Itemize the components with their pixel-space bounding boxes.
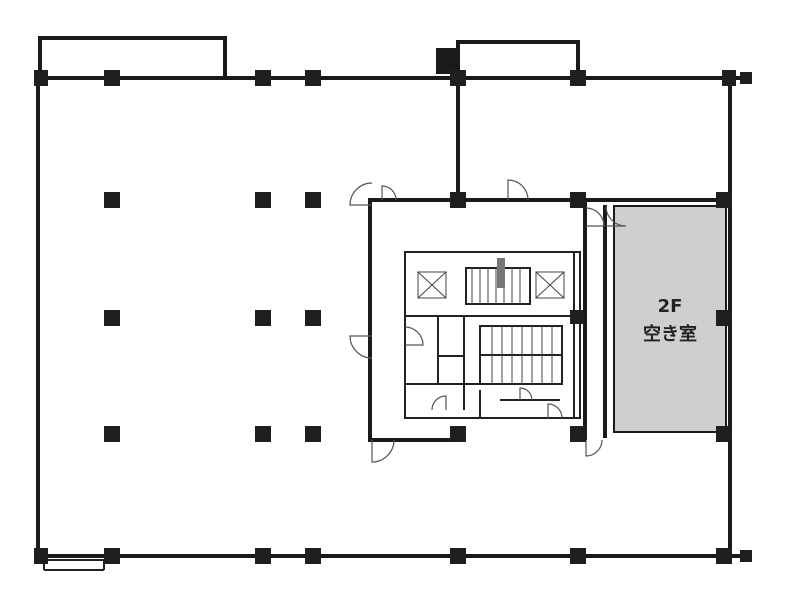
columns: [34, 70, 752, 564]
vacant-room-area[interactable]: [613, 205, 727, 433]
interior-walls: [368, 78, 730, 442]
vacant-floor-label: 2F: [657, 296, 683, 317]
vacant-status-label: 空き室: [643, 324, 697, 345]
top-right-projection: [436, 40, 580, 76]
building-core: [404, 251, 581, 419]
doors: [349, 179, 627, 463]
top-left-projection: [38, 36, 227, 76]
